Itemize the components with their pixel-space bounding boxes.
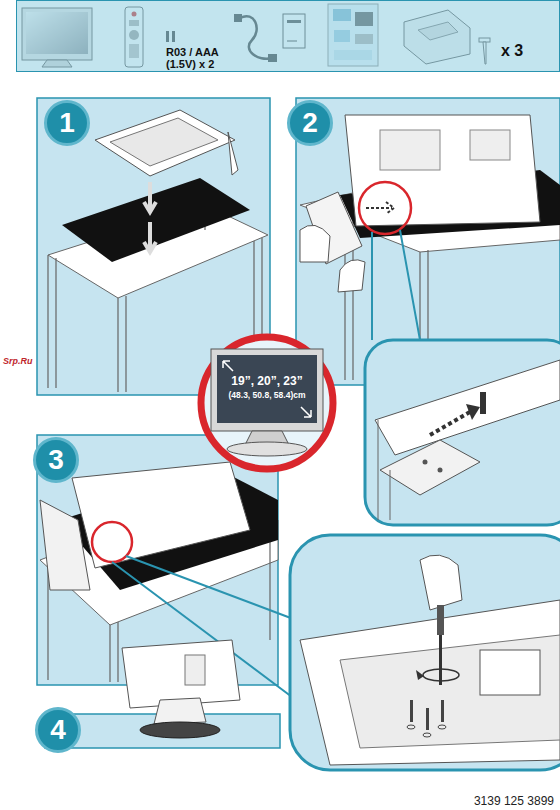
step-2-detail-part — [480, 392, 486, 414]
step-3-detail-part — [480, 650, 540, 695]
step-4-panel-part — [122, 640, 240, 708]
step-2-panel-part — [470, 130, 510, 160]
step-number: 3 — [33, 437, 79, 483]
step-3-detail-part — [426, 708, 429, 730]
step-3-detail-part — [300, 600, 560, 765]
step-number-text: 2 — [302, 109, 318, 137]
watermark: Srp.Ru — [3, 356, 33, 366]
step-2-detail-part — [380, 440, 480, 495]
step-2-detail-part — [438, 468, 443, 473]
step-3-detail-part — [441, 700, 444, 722]
step-2-detail-part — [466, 404, 480, 420]
step-number-text: 3 — [48, 446, 64, 474]
step-3-detail-part — [290, 535, 560, 770]
battery-label: R03 / AAA (1.5V) x 2 — [166, 46, 232, 70]
step-2-panel-part — [338, 260, 365, 292]
step-2-panel-part — [372, 230, 420, 340]
step-number: 2 — [287, 100, 333, 146]
step-1-panel-part — [228, 132, 238, 175]
step-3-detail-part — [439, 635, 442, 685]
step-number-text: 4 — [50, 716, 66, 744]
screen-size-callout: 19”, 20”, 23”(48.3, 50.8, 58.4)cm — [197, 333, 337, 473]
step-4-panel-part — [154, 698, 206, 724]
part-number: 3139 125 3899 — [474, 794, 554, 808]
monitor-size-icon-part — [301, 407, 311, 417]
monitor-size-icon-part — [227, 442, 307, 456]
step-3-detail-part — [416, 670, 424, 680]
step-3-detail-part — [420, 555, 462, 610]
size-centimetres: (48.3, 50.8, 58.4)cm — [228, 390, 305, 401]
step-1-panel-part — [95, 110, 235, 176]
screw-count: x 3 — [501, 42, 523, 60]
step-2-panel-part — [345, 115, 540, 226]
step-2-detail-part — [430, 412, 470, 435]
step-3-panel-part — [40, 500, 90, 590]
step-2-panel-part — [300, 225, 330, 262]
step-2-detail-part — [375, 360, 560, 455]
step-2-panel-part — [366, 202, 394, 214]
step-4-panel-part — [140, 722, 220, 738]
step-3-detail — [290, 535, 560, 770]
step-2-detail-part — [423, 460, 428, 465]
monitor-size-icon-part — [211, 349, 323, 431]
step-number: 4 — [35, 707, 81, 753]
step-3-detail-part — [438, 725, 446, 729]
step-3-detail-part — [407, 725, 415, 729]
monitor-size-icon-part — [201, 337, 333, 469]
step-2-detail — [365, 340, 560, 525]
step-3-detail-part — [423, 669, 459, 681]
step-number: 1 — [44, 100, 90, 146]
step-3-detail-part — [437, 605, 444, 635]
monitor-size-icon-part — [223, 361, 233, 371]
step-3-detail-part — [423, 733, 431, 737]
monitor-size-icon-part — [217, 355, 317, 423]
step-3-detail-part — [340, 635, 560, 748]
contents-band: R03 / AAA (1.5V) x 2 x 3 — [16, 0, 560, 72]
step-number-text: 1 — [59, 109, 75, 137]
step-3-detail-part — [410, 700, 413, 722]
step-1-panel-part — [110, 118, 218, 166]
step-4-panel-part — [185, 655, 205, 685]
size-inches: 19”, 20”, 23” — [231, 374, 302, 390]
step-2-detail-part — [378, 420, 390, 520]
step-1-panel-part — [62, 178, 250, 262]
step-2-detail-part — [365, 340, 560, 525]
step-3-panel-part — [72, 462, 250, 568]
step-2-panel-part — [380, 130, 440, 170]
step-1-panel-part — [144, 182, 156, 252]
monitor-size-icon — [197, 333, 337, 473]
step-2-panel-part — [359, 182, 411, 234]
